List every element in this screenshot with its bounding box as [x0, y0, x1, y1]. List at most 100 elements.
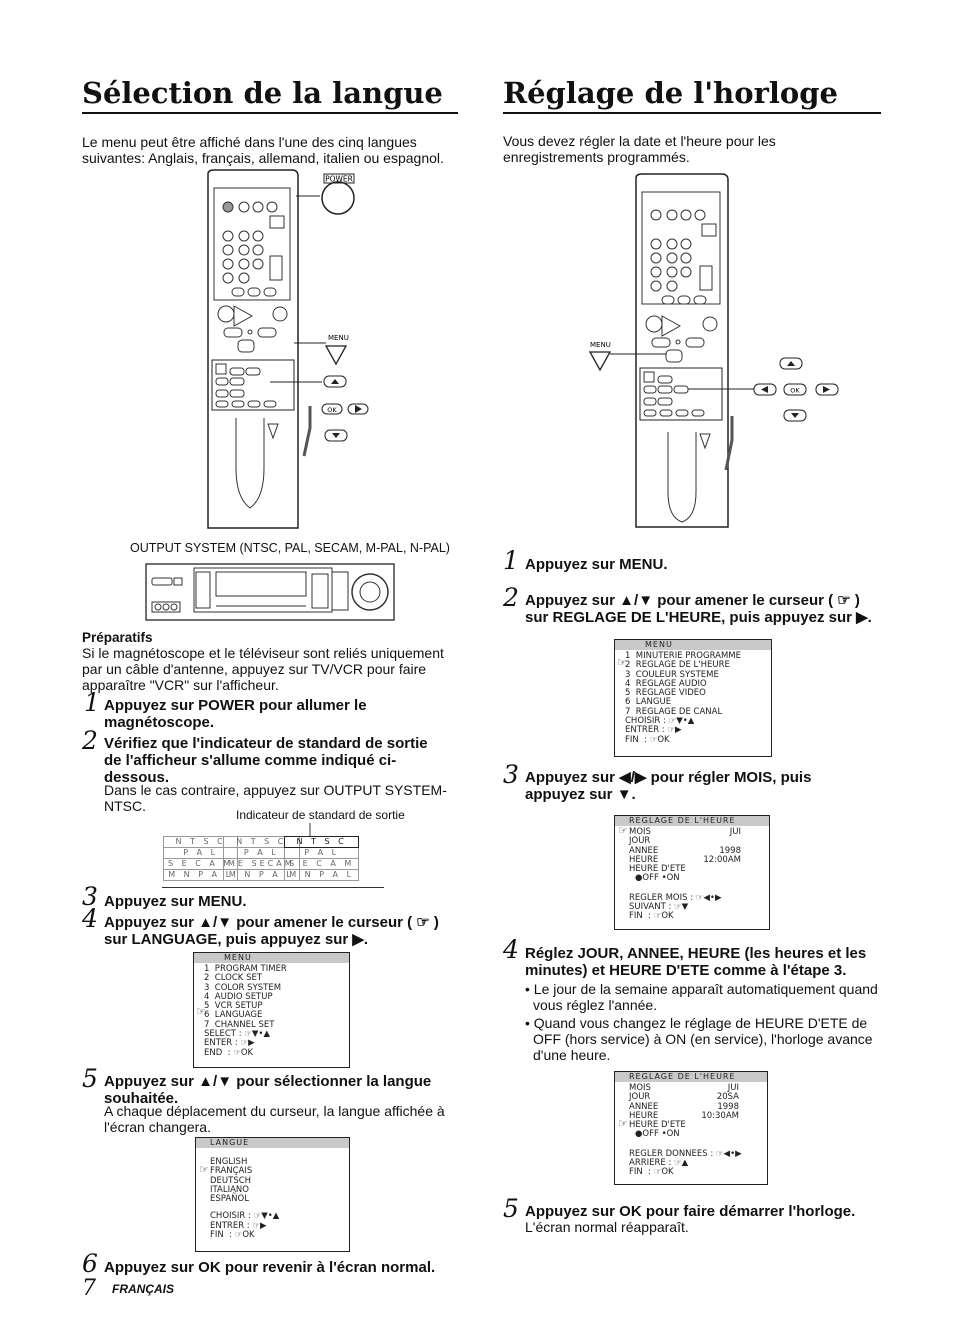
clock-value: JUI	[729, 827, 741, 837]
left-step4-text: Appuyez sur ▲/▼ pour amener le curseur (…	[104, 914, 439, 948]
right-step3-line-2: appuyez sur ▼.	[525, 786, 636, 803]
clock-footer-line: SUIVANT : ☞▼	[629, 902, 689, 913]
clock-field: HEURE D'ETE	[629, 1120, 686, 1131]
left-step1-line-2: magnétoscope.	[104, 714, 215, 731]
clock-field: ANNEE	[629, 1101, 659, 1112]
menu-line: CHOISIR : ☞▼•▲	[625, 716, 695, 727]
menu-line: 7 REGLAGE DE CANAL	[625, 706, 723, 717]
right-step4-number: 4	[503, 935, 519, 964]
indicator-cell: P A L	[283, 847, 360, 859]
right-step5-detail: L'écran normal réapparaît.	[525, 1219, 689, 1235]
menu-line: FIN : ☞OK	[625, 734, 670, 745]
left-step2-line-2: de l'afficheur s'allume comme indiqué ci…	[104, 752, 397, 769]
langue-line: CHOISIR : ☞▼•▲	[210, 1211, 280, 1222]
clock-field: JOUR	[629, 836, 651, 847]
right-section-title: Réglage de l'horloge	[503, 76, 838, 110]
right-intro-line-1: Vous devez régler la date et l'heure pou…	[503, 133, 776, 149]
langue-screen-header: LANGUE	[196, 1138, 349, 1148]
page-language: FRANÇAIS	[112, 1282, 174, 1296]
right-step4-line-1: Réglez JOUR, ANNEE, HEURE (les heures et…	[525, 945, 867, 962]
right-step1-number: 1	[503, 546, 519, 575]
left-step5-line-1: Appuyez sur ▲/▼ pour sélectionner la lan…	[104, 1073, 432, 1090]
clock-footer-line: ARRIERE : ☞▲	[629, 1158, 689, 1169]
right-step2-line-2: sur REGLAGE DE L'HEURE, puis appuyez sur…	[525, 609, 872, 626]
menu-line: 4 AUDIO SETUP	[204, 991, 273, 1002]
left-step2-text: Vérifiez que l'indicateur de standard de…	[104, 735, 428, 786]
bullet-line: • Le jour de la semaine apparaît automat…	[525, 981, 878, 997]
menu-line: 5 VCR SETUP	[204, 1001, 263, 1012]
menu-line: 5 REGLAGE VIDEO	[625, 688, 706, 699]
cursor-hand-icon: ☞	[199, 1163, 209, 1176]
clock-value: 10:30AM	[701, 1110, 739, 1121]
ok-label-right: OK	[790, 387, 800, 395]
bullet-line: • Quand vous changez le réglage de HEURE…	[525, 1015, 868, 1031]
right-step5-text: Appuyez sur OK pour faire démarrer l'hor…	[525, 1203, 856, 1220]
indicator-cell: M N P A L	[223, 869, 300, 881]
menu-line: END : ☞OK	[204, 1047, 254, 1058]
right-step2-line-1: Appuyez sur ▲/▼ pour amener le curseur (…	[525, 592, 860, 609]
clock-screen-1-header: REGLAGE DE L'HEURE	[615, 816, 769, 826]
menu-line: 7 CHANNEL SET	[204, 1019, 275, 1030]
indicator-label: Indicateur de standard de sortie	[236, 808, 405, 822]
left-step2-detail-line-1: Dans le cas contraire, appuyez sur OUTPU…	[104, 782, 447, 798]
right-intro: Vous devez régler la date et l'heure pou…	[503, 133, 776, 165]
menu-line: 2 REGLAGE DE L'HEURE	[625, 660, 730, 671]
left-step3-text: Appuyez sur MENU.	[104, 893, 247, 910]
preparatifs-line-3: apparaître "VCR" sur l'afficheur.	[82, 677, 279, 693]
left-step6-number: 6	[82, 1249, 98, 1278]
clock-field: MOIS	[629, 1083, 651, 1093]
langue-line: ENGLISH	[210, 1157, 248, 1167]
menu-line: ENTER : ☞▶	[204, 1038, 255, 1049]
cursor-hand-icon: ☞	[618, 1117, 628, 1130]
left-intro-line-2: suivantes: Anglais, français, allemand, …	[82, 150, 444, 166]
left-step6-text: Appuyez sur OK pour revenir à l'écran no…	[104, 1259, 436, 1276]
menu-line: 1 PROGRAM TIMER	[204, 964, 287, 974]
left-title-rule	[82, 112, 458, 114]
right-step4-bullet-2: • Quand vous changez le réglage de HEURE…	[525, 1015, 873, 1063]
left-step4-line-1: Appuyez sur ▲/▼ pour amener le curseur (…	[104, 914, 439, 931]
clock-field: JOUR	[629, 1092, 651, 1103]
menu-line: 1 MINUTERIE PROGRAMME	[625, 651, 742, 661]
preparatifs-text: Si le magnétoscope et le téléviseur sont…	[82, 645, 444, 693]
clock-value: 1998	[719, 845, 741, 856]
clock-row: ●OFF •ON	[629, 1129, 767, 1140]
right-menu-screen-header: MENU	[615, 640, 771, 650]
menu-label-left: MENU	[328, 334, 349, 342]
left-menu-screen-header: MENU	[194, 953, 349, 963]
clock-field: ●OFF •ON	[635, 1129, 680, 1140]
menu-line: SELECT : ☞▼•▲	[204, 1029, 270, 1040]
left-step3-number: 3	[82, 882, 98, 911]
left-step5-detail-line-2: l'écran changera.	[104, 1119, 211, 1135]
cursor-hand-icon: ☞	[617, 656, 627, 669]
indicator-table-3: N T S C P A L S E C A M M N P A L	[283, 836, 360, 881]
left-step5-text: Appuyez sur ▲/▼ pour sélectionner la lan…	[104, 1073, 431, 1107]
menu-label-right: MENU	[590, 341, 611, 349]
right-step4-line-2: minutes) et HEURE D'ETE comme à l'étape …	[525, 962, 847, 979]
right-step3-text: Appuyez sur ◀/▶ pour régler MOIS, puis a…	[525, 769, 811, 803]
preparatifs-line-2: par un câble d'antenne, appuyez sur TV/V…	[82, 661, 427, 677]
indicator-cell: S E C A M	[283, 858, 360, 870]
left-step5-line-2: souhaitée.	[104, 1090, 179, 1107]
left-step2-line-1: Vérifiez que l'indicateur de standard de…	[104, 735, 428, 752]
left-step2-detail-line-2: NTSC.	[104, 798, 146, 814]
left-step2-line-3: dessous.	[104, 769, 170, 786]
clock-row: HEURE D'ETE	[629, 1120, 767, 1131]
right-step4-bullet-1: • Le jour de la semaine apparaît automat…	[525, 981, 878, 1013]
left-step1-text: Appuyez sur POWER pour allumer le magnét…	[104, 697, 367, 731]
left-section-title: Sélection de la langue	[82, 76, 443, 110]
clock-field: HEURE	[629, 854, 659, 865]
right-step3-line-1: Appuyez sur ◀/▶ pour régler MOIS, puis	[525, 769, 812, 786]
indicator-table-2: N T S C P A L ME SECAM M N P A L	[223, 836, 300, 881]
menu-line: ENTRER : ☞▶	[625, 725, 682, 736]
left-step5-detail-line-1: A chaque déplacement du curseur, la lang…	[104, 1103, 445, 1119]
clock-field: HEURE	[629, 1110, 659, 1121]
ok-label-left: OK	[327, 406, 337, 414]
clock-value: 12:00AM	[703, 854, 741, 865]
langue-line: ENTRER : ☞▶	[210, 1220, 267, 1231]
langue-line: DEUTSCH	[210, 1175, 252, 1186]
